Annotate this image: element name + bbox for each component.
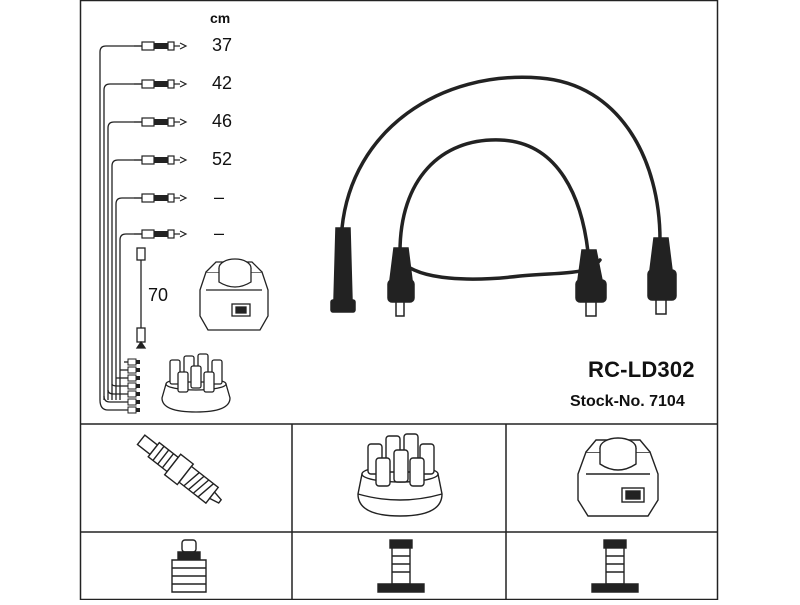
length-label-2: 42 <box>212 73 233 93</box>
length-label-4: 52 <box>212 149 233 169</box>
spark-plug-icon <box>136 434 223 505</box>
ignition-coil-icon <box>577 437 659 517</box>
ignition-cables-large-icon <box>340 75 662 281</box>
terminal-type-plug-icon <box>171 539 207 593</box>
ignition-coil-small-icon <box>199 258 269 331</box>
terminal-type-coil-icon <box>591 539 639 593</box>
cable-bundle-schematic <box>99 45 134 411</box>
distributor-cap-icon <box>357 433 443 517</box>
bundle-end-connectors <box>127 358 141 414</box>
coil-lead-schematic <box>135 247 147 349</box>
model-number: RC-LD302 <box>588 357 695 382</box>
length-label-3: 46 <box>212 111 233 131</box>
stock-number: Stock-No. 7104 <box>570 393 685 410</box>
length-label-6: – <box>214 223 225 243</box>
wire-connectors <box>133 41 187 239</box>
coil-lead-length-label: 70 <box>148 285 169 305</box>
terminal-type-cap-icon <box>377 539 425 593</box>
length-label-1: 37 <box>212 35 233 55</box>
cable-boots <box>330 227 677 317</box>
unit-label: cm <box>210 10 231 26</box>
length-label-5: – <box>214 187 225 207</box>
distributor-cap-small-icon <box>161 353 231 413</box>
